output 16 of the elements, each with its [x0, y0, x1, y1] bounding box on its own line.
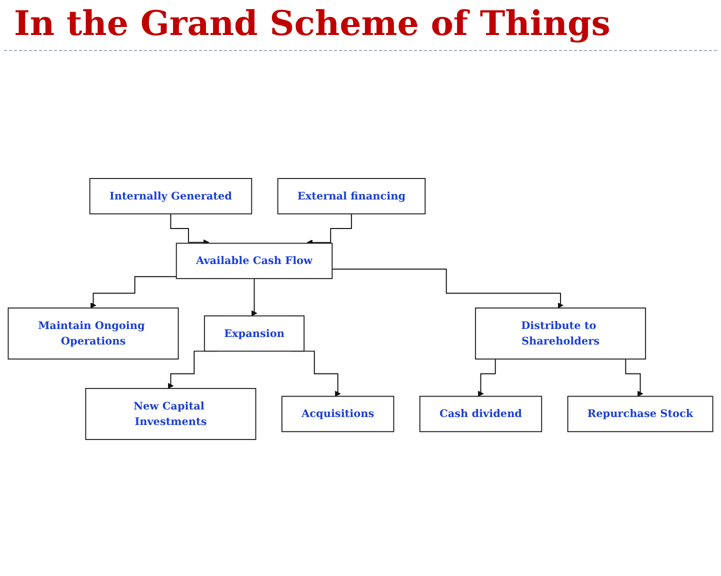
node-box: Available Cash Flow: [176, 242, 333, 279]
arrow: [90, 276, 177, 308]
arrow: [170, 212, 210, 245]
node-box: External financing: [277, 178, 426, 214]
arrow: [306, 212, 352, 245]
title: In the Grand Scheme of Things: [4, 0, 717, 51]
node-box: Cash dividend: [419, 395, 542, 432]
node-box: Distribute to Shareholders: [475, 307, 646, 360]
node-box: New Capital Investments: [85, 387, 256, 440]
arrow: [251, 278, 258, 316]
node-box: Maintain Ongoing Operations: [8, 307, 179, 360]
node-box: Repurchase Stock: [567, 395, 714, 432]
node-box: Acquisitions: [281, 395, 394, 432]
arrow: [332, 268, 564, 308]
node-box: Internally Generated: [89, 178, 252, 214]
node-box: Expansion: [204, 314, 305, 352]
